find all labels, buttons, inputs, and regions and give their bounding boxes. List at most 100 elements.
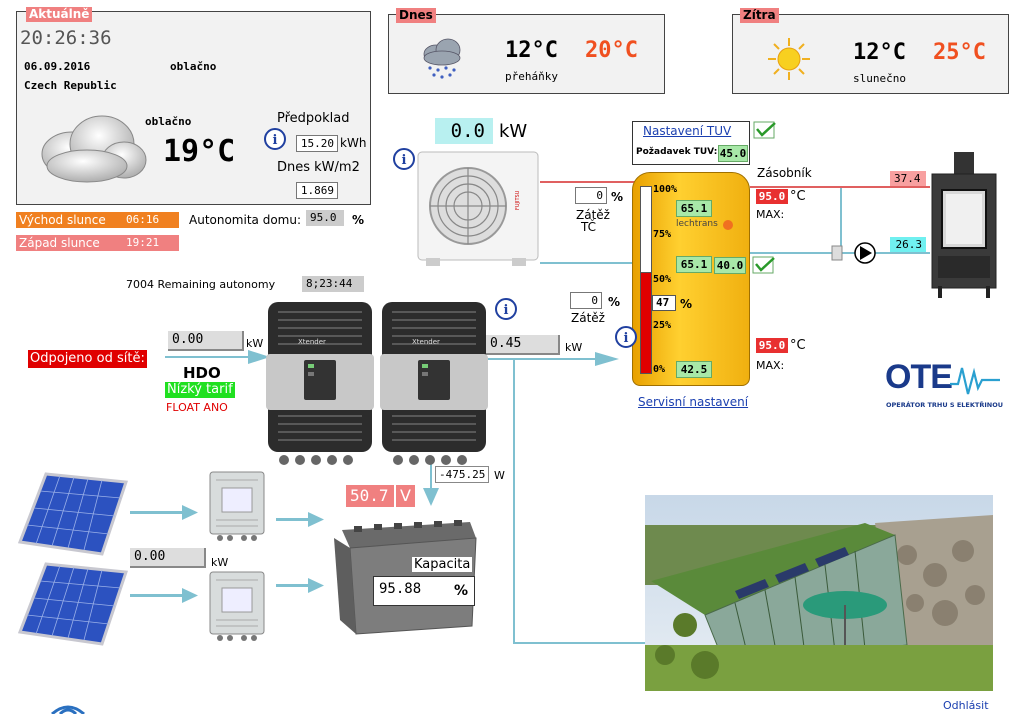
forecast-kwh-value: 15.20 xyxy=(296,135,338,152)
tank-level-value: 47 xyxy=(652,295,676,311)
today-label: Dnes xyxy=(396,8,436,23)
info-icon[interactable]: i xyxy=(263,128,287,152)
inverter-unit-1 xyxy=(266,302,374,465)
inverter-brand-2: Xtender xyxy=(412,338,440,346)
hdo-label: HDO xyxy=(183,364,221,382)
storage-label: Zásobník xyxy=(757,166,812,180)
info-icon[interactable]: i xyxy=(392,148,416,172)
solar-panel-1 xyxy=(18,472,128,556)
tuv-settings-link[interactable]: Nastavení TUV xyxy=(643,124,732,138)
today-temp-high: 20°C xyxy=(585,38,638,63)
checkmark-icon[interactable] xyxy=(753,121,777,139)
tank-pct-75: 75% xyxy=(653,229,672,240)
arrow-panel1-to-controller xyxy=(130,505,198,520)
cloud-icon xyxy=(41,115,147,183)
max-temp-bottom-unit: °C xyxy=(790,338,806,353)
ote-logo: OTE xyxy=(885,358,953,396)
tank-pct-50: 50% xyxy=(653,274,672,285)
sunset-time: 19:21 xyxy=(123,235,179,251)
tank-brand: lechtrans xyxy=(676,219,718,229)
current-condition: oblačno xyxy=(145,115,192,128)
float-status: FLOAT ANO xyxy=(166,401,228,414)
tomorrow-label: Zítra xyxy=(740,8,779,23)
rain-cloud-icon xyxy=(423,38,461,79)
tomorrow-condition: slunečno xyxy=(853,72,906,85)
pipe-hot-heatpump xyxy=(540,181,640,183)
autonomy-value: 95.0 xyxy=(306,210,344,226)
info-icon[interactable]: i xyxy=(494,298,518,322)
arrow-controller2-to-battery xyxy=(276,578,324,593)
pipe-battery-down xyxy=(430,462,432,496)
wifi-icon xyxy=(51,705,85,714)
tank-temp-mid-set[interactable]: 40.0 xyxy=(714,257,746,274)
tuv-demand-label: Požadavek TUV: xyxy=(636,147,718,157)
current-country: Czech Republic xyxy=(24,79,117,92)
battery-power-unit: W xyxy=(494,469,505,482)
heatpump-power-value: 0.0 xyxy=(435,118,493,144)
heatpump-load-label: Zátěž xyxy=(576,208,610,222)
arrow-to-tank xyxy=(595,352,619,366)
max-temp-bottom[interactable]: 95.0 xyxy=(756,338,788,353)
current-condition-top: oblačno xyxy=(170,60,217,73)
pipe-inverter-output xyxy=(488,358,612,360)
tuv-demand-value[interactable]: 45.0 xyxy=(718,145,748,162)
max-temp-top[interactable]: 95.0 xyxy=(756,189,788,204)
arrow-grid-to-inverter xyxy=(248,350,270,364)
checkmark-icon[interactable] xyxy=(752,256,776,274)
max-temp-top-unit: °C xyxy=(790,189,806,204)
pipe-hot-fireplace xyxy=(750,186,930,188)
charge-controller-1 xyxy=(209,471,265,541)
today-temp-low: 12°C xyxy=(505,38,558,63)
inverter-brand-1: Xtender xyxy=(298,338,326,346)
heatpump-load-unit: % xyxy=(611,190,624,204)
heatpump-unit-image: FUJITSU xyxy=(417,151,539,266)
grid-power-unit: kW xyxy=(246,337,264,350)
max-bottom-label: MAX: xyxy=(756,359,785,372)
tank-load-label: Zátěž xyxy=(571,311,605,325)
max-top-label: MAX: xyxy=(756,208,785,221)
current-temp: 19°C xyxy=(163,134,236,169)
info-icon[interactable]: i xyxy=(614,326,638,350)
charge-controller-2 xyxy=(209,571,265,641)
svg-text:i: i xyxy=(273,133,278,148)
sunrise-time: 06:16 xyxy=(123,212,179,228)
service-settings-link[interactable]: Servisní nastavení xyxy=(638,395,749,409)
current-date: 06.09.2016 xyxy=(24,60,91,73)
svg-text:i: i xyxy=(624,331,629,346)
today-kwm2-label: Dnes kW/m2 xyxy=(277,160,360,175)
tank-pct-100: 100% xyxy=(653,184,678,195)
grid-status: Odpojeno od sítě: xyxy=(28,350,147,368)
solar-power-value: 0.00 xyxy=(130,548,206,568)
ote-wave-icon xyxy=(950,367,1000,395)
heatpump-load-value: 0 xyxy=(575,187,607,204)
arrow-controller1-to-battery xyxy=(276,512,324,527)
fireplace-stove-image xyxy=(931,152,997,298)
sunrise-label: Východ slunce xyxy=(16,212,125,228)
capacity-box xyxy=(373,576,475,606)
tank-temp-mid: 65.1 xyxy=(676,256,712,273)
capacity-value: 95.88 xyxy=(379,581,422,597)
pipe-to-house-h xyxy=(513,642,645,644)
tomorrow-forecast-panel xyxy=(732,14,1009,94)
current-time: 20:26:36 xyxy=(20,27,112,49)
pipe-cold-heatpump xyxy=(540,262,640,264)
grid-power-value: 0.00 xyxy=(168,331,244,351)
pipe-vertical-fireplace xyxy=(840,188,842,252)
inverter-output-unit: kW xyxy=(565,341,583,354)
tomorrow-temp-high: 25°C xyxy=(933,40,986,65)
autonomy-label: Autonomita domu: xyxy=(189,213,302,227)
svg-text:i: i xyxy=(504,303,509,318)
remaining-autonomy-label: 7004 Remaining autonomy xyxy=(126,278,276,291)
current-label: Aktuálně xyxy=(26,7,93,22)
logout-link[interactable]: Odhlásit xyxy=(943,699,989,712)
solar-power-unit: kW xyxy=(211,556,229,569)
tank-temp-bottom: 42.5 xyxy=(676,361,712,378)
pipe-to-house-v xyxy=(513,358,515,642)
heatpump-load-label2: TČ xyxy=(581,220,597,234)
tomorrow-temp-low: 12°C xyxy=(853,40,906,65)
pipe-grid-input xyxy=(165,356,263,358)
battery-voltage-unit: V xyxy=(396,485,415,507)
brand-logo-icon xyxy=(723,220,733,230)
battery-voltage-value: 50.7 xyxy=(346,485,394,507)
fireplace-temp-in: 26.3 xyxy=(890,237,926,252)
